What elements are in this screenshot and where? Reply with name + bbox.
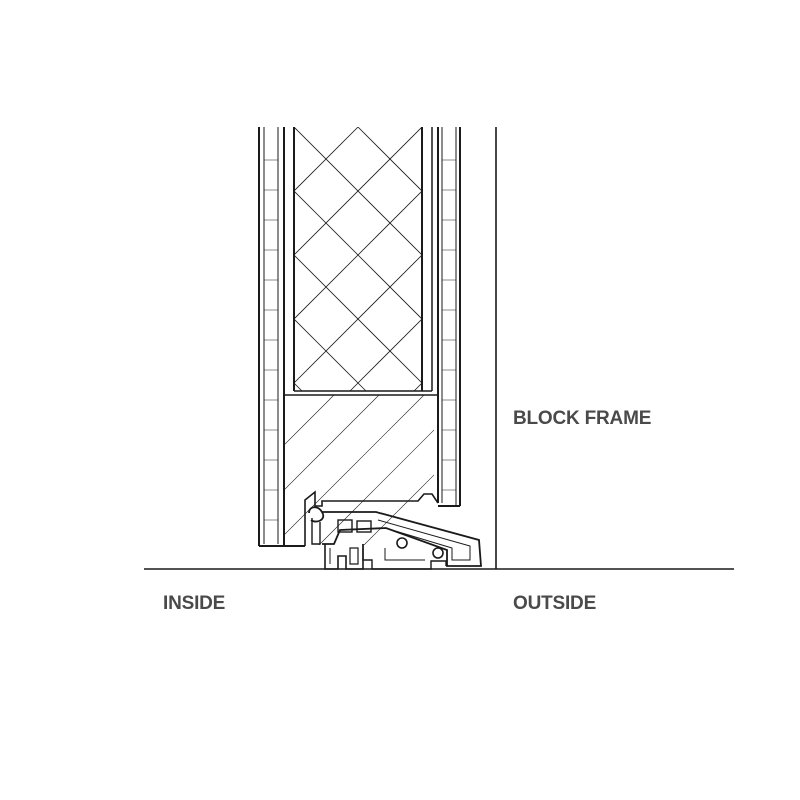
inner-skin-hatch: [264, 159, 278, 521]
bottom-rail: [284, 394, 439, 546]
outer-door-skin: [437, 127, 461, 507]
inner-door-skin: [258, 127, 305, 547]
block-frame-label: BLOCK FRAME: [513, 408, 652, 429]
threshold-sill-profile: [308, 506, 482, 570]
door-leaf: [258, 127, 461, 547]
weather-seal: [308, 506, 325, 545]
inside-label: INSIDE: [163, 593, 226, 614]
insulation-core: [294, 127, 432, 392]
outer-skin-hatch: [442, 159, 456, 491]
outside-label: OUTSIDE: [513, 593, 597, 614]
sill-slope: [322, 511, 482, 567]
